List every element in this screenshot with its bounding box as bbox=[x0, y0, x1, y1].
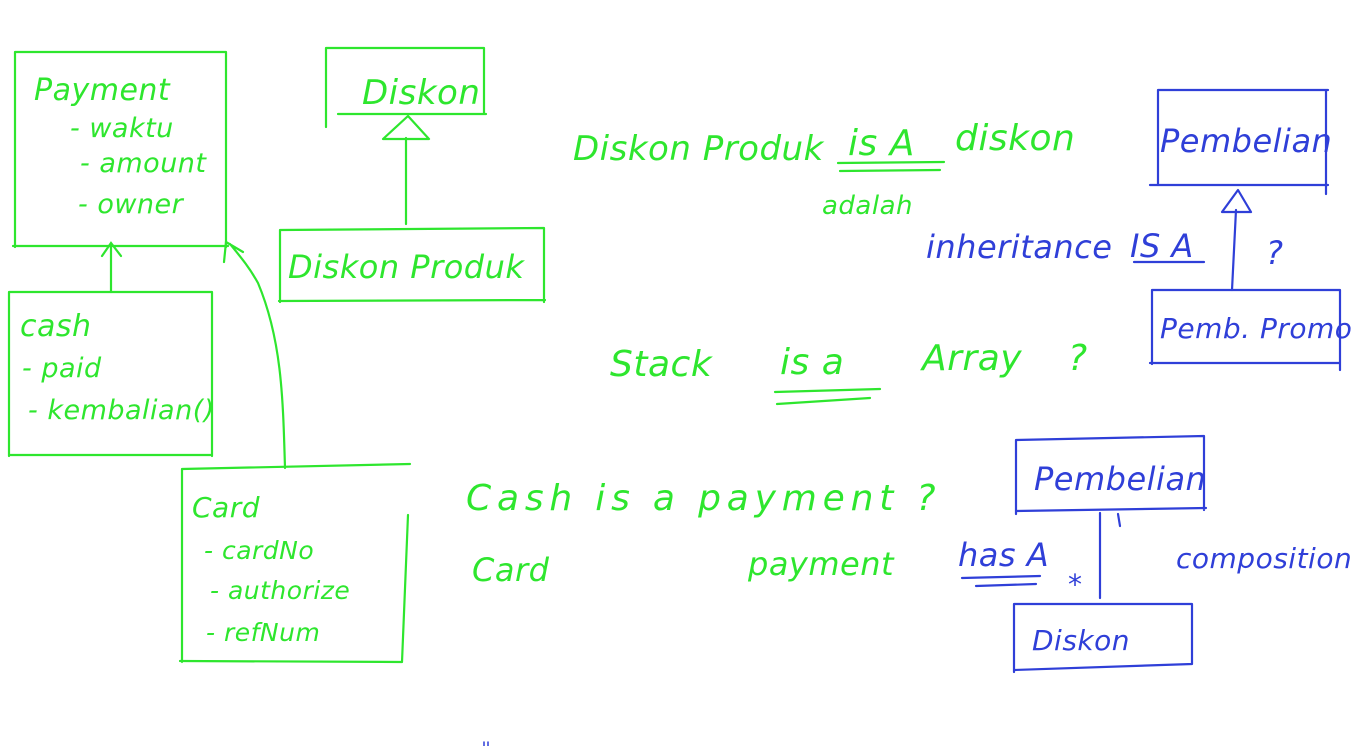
note-cash-line: Cash is a payment ? bbox=[466, 478, 936, 519]
diskon-class-right: Diskon bbox=[1012, 602, 1194, 674]
cash-class: cash - paid - kembalian() bbox=[7, 290, 215, 458]
note-inheritance-question-mark: ? bbox=[1266, 234, 1283, 272]
diskon-class-right-name: Diskon bbox=[1032, 624, 1130, 657]
note-inheritance-is-a-text: IS A bbox=[1130, 227, 1194, 265]
payment-attr-1: - waktu bbox=[70, 113, 174, 144]
card-class: Card - cardNo - authorize - refNum bbox=[178, 462, 412, 664]
pembelian-class-top-name: Pembelian bbox=[1160, 122, 1332, 160]
cash-attr-2: - kembalian() bbox=[28, 395, 215, 426]
cash-to-payment-arrow bbox=[100, 241, 123, 294]
note-adalah: adalah bbox=[822, 191, 913, 221]
pemb-promo-class: Pemb. Promo bbox=[1148, 288, 1352, 372]
note-has-a-text: has A bbox=[958, 536, 1049, 574]
pembelian-class-bottom-name: Pembelian bbox=[1034, 460, 1206, 498]
note-diskon-is-a: Diskon Produk is A diskon adalah bbox=[573, 118, 1075, 221]
payment-attr-2: - amount bbox=[80, 148, 207, 179]
note-composition: composition bbox=[1176, 542, 1352, 575]
note-card-payment: payment bbox=[747, 545, 895, 583]
note-multiplicity: * bbox=[1068, 568, 1083, 601]
note-card: Card bbox=[472, 551, 550, 589]
note-stack-question-mark: ? bbox=[1068, 338, 1088, 379]
note-array: Array bbox=[920, 338, 1022, 379]
payment-class: Payment - waktu - amount - owner bbox=[11, 50, 230, 249]
payment-class-name: Payment bbox=[34, 73, 171, 108]
card-to-payment-arrow bbox=[222, 240, 287, 470]
note-stack: Stack bbox=[610, 344, 714, 385]
diskon-inheritance-arrow bbox=[381, 114, 431, 226]
note-diskon-produk: Diskon Produk bbox=[573, 129, 825, 169]
note-inheritance-is-a: inheritance IS A ? bbox=[926, 227, 1283, 272]
note-cash-is-a-payment: Cash is a payment ? Card payment bbox=[466, 478, 936, 589]
promo-inheritance-arrow bbox=[1220, 188, 1253, 292]
composition-line bbox=[1098, 511, 1122, 600]
note-composition-text: composition bbox=[1176, 542, 1352, 575]
pembelian-class-top: Pembelian bbox=[1148, 88, 1332, 196]
payment-attr-3: - owner bbox=[78, 189, 185, 220]
note-diskon: diskon bbox=[955, 118, 1075, 159]
diskon-produk-class-name: Diskon Produk bbox=[288, 248, 525, 286]
note-is-a: is A bbox=[848, 123, 915, 164]
note-stack-is-a: is a bbox=[780, 342, 844, 383]
diskon-class: Diskon bbox=[324, 46, 488, 129]
cash-class-name: cash bbox=[20, 309, 92, 344]
diskon-produk-class: Diskon Produk bbox=[277, 226, 547, 304]
card-attr-2: - authorize bbox=[210, 576, 350, 605]
pemb-promo-class-name: Pemb. Promo bbox=[1160, 312, 1352, 345]
card-attr-3: - refNum bbox=[206, 618, 320, 647]
diskon-class-name: Diskon bbox=[362, 73, 480, 113]
cash-attr-1: - paid bbox=[22, 353, 102, 384]
card-attr-1: - cardNo bbox=[204, 536, 314, 565]
note-has-a: has A * bbox=[958, 536, 1083, 601]
note-inheritance: inheritance bbox=[926, 228, 1112, 266]
note-stack-is-a-array: Stack is a Array ? bbox=[610, 338, 1088, 406]
pembelian-class-bottom: Pembelian bbox=[1014, 434, 1208, 516]
card-class-name: Card bbox=[192, 491, 260, 524]
stray-mark bbox=[483, 741, 489, 746]
